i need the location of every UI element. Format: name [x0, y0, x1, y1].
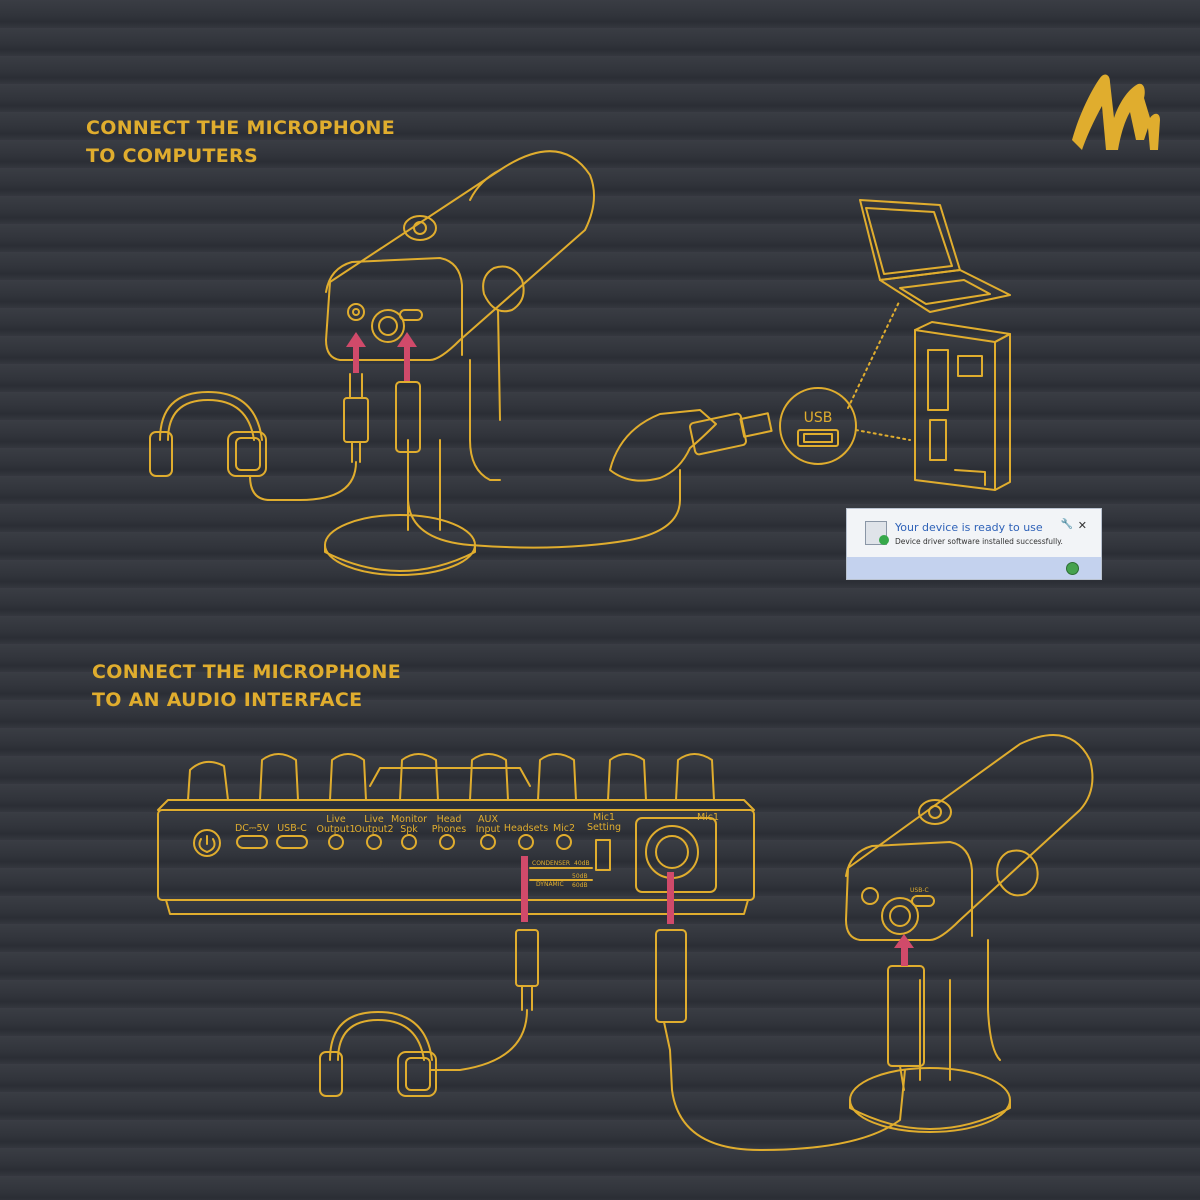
desktop-tower-icon — [914, 321, 1011, 491]
switch-label-dynamic: DYNAMIC — [536, 881, 564, 888]
section-title-line: TO AN AUDIO INTERFACE — [92, 689, 363, 711]
port-label-mic1-setting: Setting — [587, 822, 621, 833]
port-label-monitor-spk: Spk — [400, 824, 418, 835]
notification-message: Device driver software installed success… — [895, 537, 1063, 546]
taskbar-strip — [847, 557, 1101, 579]
switch-label-40db: 40dB — [574, 860, 590, 867]
audio-interface-icon — [157, 753, 755, 915]
port-label-live-output2: Output2 — [354, 824, 393, 835]
usb-badge-label: USB — [804, 410, 833, 426]
check-icon — [879, 535, 889, 545]
port-label-head-phones: Phones — [432, 824, 466, 835]
port-label-mic1: Mic1 — [697, 812, 719, 823]
port-label-monitor-spk: Monitor — [391, 814, 427, 825]
microphone-icon — [324, 150, 595, 576]
port-label-usbc: USB-C — [277, 823, 307, 834]
port-label-headsets: Headsets — [504, 823, 548, 834]
port-label-mic1-setting: Mic1 — [593, 812, 615, 823]
port-label-live-output1: Output1 — [316, 824, 355, 835]
device-ready-notification[interactable]: Your device is ready to use Device drive… — [846, 508, 1102, 580]
switch-label-condenser: CONDENSER — [532, 860, 570, 867]
port-label-live-output1: Live — [326, 814, 346, 825]
switch-label-50db: 50dB — [572, 873, 588, 880]
port-label-mic2: Mic2 — [553, 823, 575, 834]
laptop-icon — [859, 199, 1011, 313]
microphone-icon — [845, 734, 1094, 1133]
port-label-live-output2: Live — [364, 814, 384, 825]
section-title-audio-interface: CONNECT THE MICROPHONE TO AN AUDIO INTER… — [92, 658, 401, 714]
section-title-line: CONNECT THE MICROPHONE — [92, 661, 402, 683]
switch-label-60db: 60dB — [572, 882, 588, 889]
port-label-dc: DC⎓5V — [235, 823, 270, 834]
section-title-line: CONNECT THE MICROPHONE — [86, 117, 396, 139]
section-title-line: TO COMPUTERS — [86, 145, 258, 167]
section-title-computers: CONNECT THE MICROPHONE TO COMPUTERS — [86, 114, 395, 170]
notification-title: Your device is ready to use — [895, 521, 1043, 534]
port-label-aux-input: AUX — [478, 814, 498, 825]
usb-badge-icon — [779, 387, 857, 465]
close-button[interactable]: ✕ — [1077, 519, 1087, 532]
headphones-icon — [149, 391, 267, 477]
hand-icon — [609, 409, 773, 482]
mic-usbc-label: USB-C — [910, 887, 929, 894]
tray-device-icon[interactable] — [1066, 562, 1079, 575]
maono-logo-icon — [1072, 74, 1160, 150]
port-label-head-phones: Head — [437, 814, 462, 825]
pin-icon[interactable]: 🔧 — [1060, 519, 1073, 530]
headphones-icon — [319, 1011, 437, 1097]
port-label-aux-input: Input — [476, 824, 501, 835]
